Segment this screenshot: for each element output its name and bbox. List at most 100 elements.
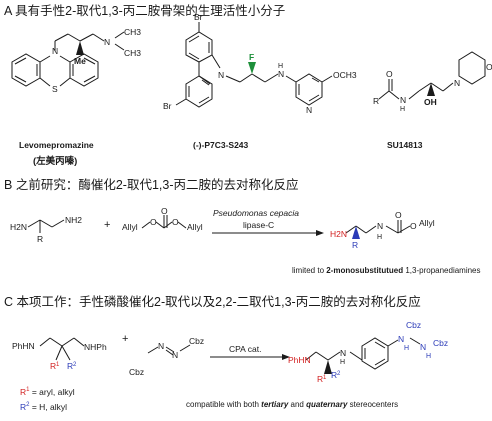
pb-r: R bbox=[352, 240, 358, 250]
section-b-heading: B 之前研究：酶催化2-取代1,3-丙二胺的去对称化反应 bbox=[4, 178, 298, 192]
note-b-prefix: limited to bbox=[292, 266, 327, 275]
b-plus: + bbox=[104, 219, 110, 231]
c-cbz-right: Cbz bbox=[189, 336, 204, 346]
b-allyl-right: Allyl bbox=[187, 222, 203, 232]
legend-r1-text: = aryl, alkyl bbox=[29, 387, 75, 397]
su-n: N bbox=[400, 95, 406, 105]
pc-n1: N bbox=[398, 334, 404, 344]
section-c-title: 本项工作：手性磷酸催化2-取代以及2,2-二取代1,3-丙二胺的去对称化反应 bbox=[16, 295, 421, 309]
pc-phhn: PhHN bbox=[288, 355, 311, 365]
pb-allyl: Allyl bbox=[419, 218, 435, 228]
b-enzyme: Pseudomonas cepacia bbox=[213, 208, 299, 218]
p7c3-n: N bbox=[218, 70, 224, 80]
su-oh: OH bbox=[424, 97, 437, 107]
atom-labels-b: H2N NH2 R + Allyl O O O Allyl Pseudomona… bbox=[10, 206, 435, 250]
c-plus: + bbox=[122, 333, 128, 345]
pc-h1: H bbox=[404, 345, 409, 352]
pc-h: H bbox=[340, 359, 345, 366]
note-c-bold2: quaternary bbox=[306, 400, 348, 409]
levomepromazine-subname: (左美丙嗪) bbox=[33, 156, 78, 167]
section-c-heading: C 本项工作：手性磷酸催化2-取代以及2,2-二取代1,3-丙二胺的去对称化反应 bbox=[4, 295, 421, 309]
c-phhn: PhHN bbox=[12, 341, 35, 351]
section-b-note: limited to 2-monosubstitutued 1,3-propan… bbox=[292, 266, 481, 275]
p7c3-br-bot: Br bbox=[163, 101, 172, 111]
note-c-mid: and bbox=[288, 400, 307, 409]
note-c-suffix: stereocenters bbox=[347, 400, 399, 409]
levo-ch3-top: CH3 bbox=[124, 27, 141, 37]
p7c3-nh-n: N bbox=[278, 69, 284, 79]
b-o-top: O bbox=[161, 206, 168, 216]
legend-r1: R1 = aryl, alkyl bbox=[20, 387, 75, 397]
levo-ch3-bot: CH3 bbox=[124, 48, 141, 58]
c-r1-sup: 1 bbox=[56, 362, 60, 368]
pc-n2: N bbox=[420, 342, 426, 352]
pc-r2: R bbox=[331, 370, 337, 380]
p7c3-pyr-n: N bbox=[306, 105, 312, 115]
pc-r1: R bbox=[317, 374, 323, 384]
product-c-wedge bbox=[324, 360, 332, 374]
section-c-note: compatible with both tertiary and quater… bbox=[186, 400, 398, 409]
note-b-bold: 2-monosubstitutued bbox=[326, 266, 404, 275]
pb-h: H bbox=[377, 234, 382, 241]
p7c3-structure bbox=[175, 22, 333, 108]
p7c3-nh-h: H bbox=[278, 63, 283, 70]
b-o-right: O bbox=[172, 217, 179, 227]
p7c3-och3: OCH3 bbox=[333, 70, 357, 80]
legend-r2-text: = H, alkyl bbox=[29, 402, 68, 412]
su-wedge bbox=[427, 83, 435, 96]
legend-r2-symbol: R bbox=[20, 402, 27, 412]
pb-o: O bbox=[410, 221, 417, 231]
section-a-title: 具有手性2-取代1,3-丙二胺骨架的生理活性小分子 bbox=[15, 4, 286, 18]
product-b-structure bbox=[345, 220, 411, 234]
su-morph-n: N bbox=[454, 78, 460, 88]
arrow-c-head bbox=[282, 354, 290, 360]
pc-n: N bbox=[340, 348, 346, 358]
b-nh2: NH2 bbox=[65, 215, 82, 225]
su14813-structure bbox=[378, 51, 486, 100]
c-cbz-left: Cbz bbox=[129, 367, 144, 377]
b-enzyme2: lipase-C bbox=[243, 220, 274, 230]
atom-labels-a: N S N CH3 CH3 Me Br Br N F N H N OCH3 O … bbox=[52, 12, 492, 115]
section-b-title: 之前研究：酶催化2-取代1,3-丙二胺的去对称化反应 bbox=[15, 178, 299, 192]
su-morph-o: O bbox=[486, 62, 492, 72]
p7c3-br-top: Br bbox=[194, 12, 203, 22]
note-c-bold1: tertiary bbox=[261, 400, 289, 409]
allyl-carbonate-structure bbox=[141, 215, 187, 229]
levomepromazine-name: Levomepromazine bbox=[19, 140, 94, 150]
su-h: H bbox=[400, 106, 405, 113]
b-r: R bbox=[37, 234, 43, 244]
b-h2n: H2N bbox=[10, 222, 27, 232]
levo-n: N bbox=[52, 46, 58, 56]
azo-structure bbox=[147, 344, 191, 356]
product-b-hash bbox=[352, 226, 360, 239]
pc-cbz1: Cbz bbox=[406, 320, 421, 330]
pc-r2-sup: 2 bbox=[337, 371, 341, 377]
p7c3-f: F bbox=[249, 52, 254, 62]
bond-lines bbox=[11, 22, 486, 374]
c-r1: R bbox=[50, 361, 56, 371]
c-n1: N bbox=[158, 341, 164, 351]
section-c-letter: C bbox=[4, 295, 14, 309]
section-b-letter: B bbox=[4, 178, 13, 192]
b-o-left: O bbox=[150, 217, 157, 227]
legend-r1-symbol: R bbox=[20, 387, 27, 397]
pb-h2n: H2N bbox=[330, 229, 347, 239]
levo-me: Me bbox=[74, 56, 86, 66]
levo-wedge bbox=[76, 41, 84, 55]
b-allyl-left: Allyl bbox=[122, 222, 138, 232]
diamine-c-structure bbox=[39, 337, 85, 361]
levo-s: S bbox=[52, 84, 58, 94]
product-c-structure bbox=[305, 337, 421, 370]
su-o: O bbox=[386, 69, 393, 79]
pc-h2: H bbox=[426, 353, 431, 360]
p7c3-wedge bbox=[248, 62, 256, 74]
su-r: R bbox=[373, 96, 379, 106]
diamine-b-structure bbox=[27, 219, 65, 233]
levo-n2: N bbox=[104, 37, 110, 47]
arrow-b-head bbox=[316, 230, 324, 236]
c-n2: N bbox=[172, 350, 178, 360]
p7c3-name: (-)-P7C3-S243 bbox=[193, 140, 249, 150]
section-a-letter: A bbox=[4, 4, 12, 18]
c-catalyst: CPA cat. bbox=[229, 344, 261, 354]
